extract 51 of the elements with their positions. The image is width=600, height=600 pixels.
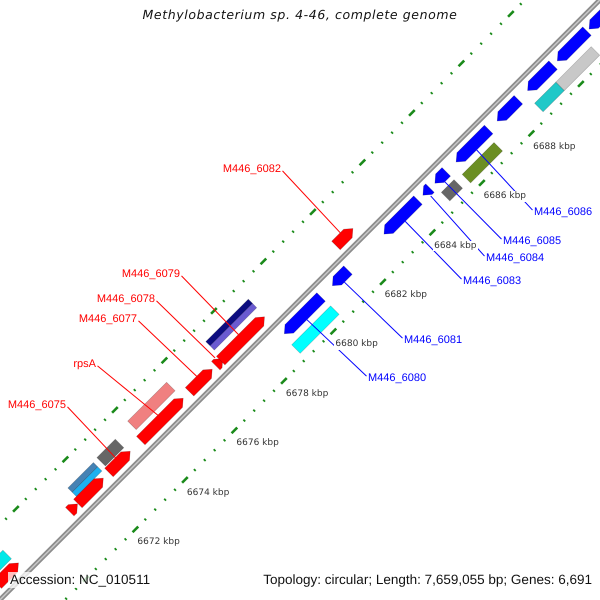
gene-feature (73, 478, 104, 508)
tick-label: 6686 kbp (482, 191, 527, 202)
gene-feature (184, 368, 213, 396)
gene-label: rpsA (73, 358, 96, 370)
gene-feature (527, 60, 558, 91)
gene-feature (216, 316, 265, 366)
leader-line (181, 275, 239, 336)
tick-label: 6674 kbp (186, 488, 230, 498)
gene-label: M446_6084 (486, 252, 544, 264)
map-title: Methylobacterium sp. 4-46, complete genome (142, 8, 458, 22)
gene-label: M446_6077 (78, 312, 137, 326)
leader-line (156, 300, 216, 358)
tick-label: 6678 kbp (284, 388, 330, 400)
gene-label: M446_6079 (122, 268, 180, 280)
gene-feature (496, 95, 524, 122)
leader-line (282, 170, 341, 234)
footer-text: Accession: NC_010511 (8, 572, 152, 588)
gene-feature (332, 265, 353, 286)
gene-feature (104, 450, 131, 478)
gene-label: M446_6078 (96, 292, 155, 306)
leader-line (344, 282, 403, 339)
tick-label: 6672 kbp (136, 537, 181, 548)
gene-label: M446_6080 (368, 372, 426, 384)
leader-line (430, 195, 485, 257)
leader-line (404, 220, 462, 280)
gene-feature (556, 26, 592, 62)
gene-feature (65, 504, 78, 516)
gene-feature (434, 167, 451, 184)
tick-label: 6688 kbp (532, 142, 576, 152)
gene-label: M446_6081 (404, 334, 462, 346)
tick-label: 6676 kbp (235, 438, 280, 449)
tick-label: 6682 kbp (384, 290, 428, 301)
footer-text: Topology: circular; Length: 7,659,055 bp; Genes: 6,691 (261, 572, 594, 588)
tick-label: 6684 kbp (433, 240, 478, 252)
tick-label: 6680 kbp (334, 339, 379, 350)
leader-line (67, 406, 116, 458)
leader-line (444, 181, 502, 240)
gene-feature (284, 292, 326, 334)
leader-line (97, 365, 158, 416)
gene-feature (384, 195, 423, 234)
gene-label: M446_6086 (534, 206, 592, 218)
gene-label: M446_6075 (8, 398, 66, 412)
leader-line (306, 319, 367, 377)
gene-label: M446_6085 (503, 234, 562, 248)
gene-feature (331, 228, 354, 250)
gene-feature (456, 124, 494, 162)
gene-label: M446_6083 (463, 274, 522, 288)
leader-line (138, 320, 198, 377)
gene-label: M446_6082 (222, 162, 281, 176)
gene-feature (422, 183, 435, 196)
gene-feature (136, 398, 184, 446)
